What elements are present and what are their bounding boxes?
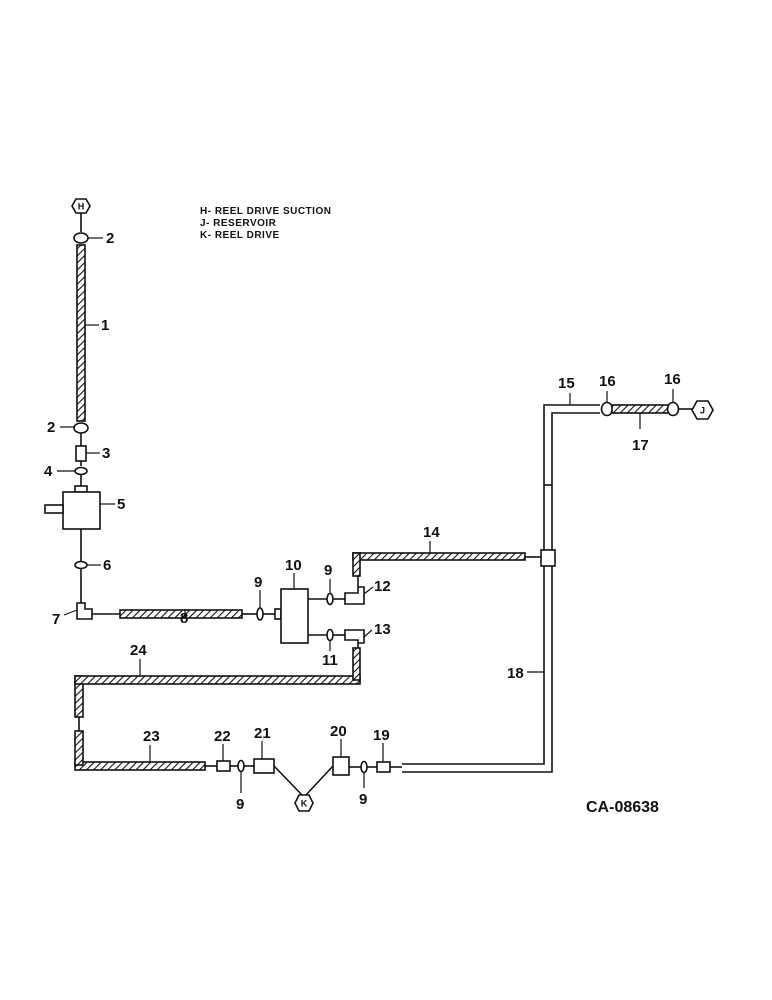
o-ring-9-left — [256, 607, 264, 621]
callout-20: 20 — [330, 723, 347, 740]
legend-j: J- RESERVOIR — [200, 218, 277, 229]
tee-fitting — [540, 549, 556, 567]
elbow-12 — [344, 586, 365, 605]
tube-18-inner — [402, 566, 553, 773]
fitting-3 — [75, 445, 87, 462]
callout-3: 3 — [102, 445, 110, 462]
elbow-13 — [344, 629, 365, 644]
o-ring-9-right — [360, 760, 368, 774]
valve-block-10 — [280, 588, 309, 644]
callout-13: 13 — [374, 621, 391, 638]
line-to-reel-drive — [273, 765, 304, 797]
fitting-21 — [253, 758, 275, 774]
callout-17: 17 — [632, 437, 649, 454]
hose-23-riser — [74, 730, 84, 766]
callout-2-bottom: 2 — [47, 419, 55, 436]
o-ring-9-upper — [326, 592, 334, 606]
tube-15-inner — [551, 412, 600, 550]
o-ring-11 — [326, 628, 334, 642]
callout-19: 19 — [373, 727, 390, 744]
drawing-code: CA-08638 — [586, 799, 659, 816]
callout-16-right: 16 — [664, 371, 681, 388]
callout-9-center: 9 — [236, 796, 244, 813]
hose-23 — [74, 761, 206, 771]
tube-18-outer — [402, 566, 545, 765]
valve-5 — [44, 485, 101, 530]
fitting-22 — [216, 760, 231, 772]
callout-9-left: 9 — [254, 574, 262, 591]
callout-12: 12 — [374, 578, 391, 595]
legend: H- REEL DRIVE SUCTION J- RESERVOIR K- RE… — [200, 206, 331, 241]
hose-clamp-16-left — [600, 401, 614, 417]
fitting-20 — [332, 756, 350, 776]
hose-14-drop — [352, 552, 361, 577]
o-ring-6 — [74, 560, 88, 570]
callout-1: 1 — [101, 317, 109, 334]
callout-6: 6 — [103, 557, 111, 574]
callout-4: 4 — [44, 463, 53, 480]
connector-k-hexagon: K — [294, 794, 314, 812]
hose-24 — [74, 675, 361, 685]
callout-14: 14 — [423, 524, 440, 541]
legend-h: H- REEL DRIVE SUCTION — [200, 206, 331, 217]
leader-lines — [57, 237, 674, 793]
callout-9-upper: 9 — [324, 562, 332, 579]
legend-k: K- REEL DRIVE — [200, 230, 280, 241]
elbow-7 — [76, 602, 93, 620]
fitting-19 — [376, 761, 391, 773]
hose-clamp-bottom — [73, 422, 89, 434]
suction-hose — [76, 244, 86, 422]
callout-11: 11 — [322, 652, 338, 669]
hose-24-drop — [352, 647, 361, 681]
callout-labels: 2 1 2 3 4 5 6 7 8 9 10 9 12 11 13 14 15 … — [44, 230, 681, 813]
callout-24: 24 — [130, 642, 147, 659]
connector-h-label: H — [78, 202, 85, 212]
connector-h-hexagon: H — [71, 198, 91, 214]
callout-10: 10 — [285, 557, 302, 574]
o-ring-9-center — [237, 759, 245, 773]
o-ring-4 — [74, 466, 88, 476]
connector-k-label: K — [301, 799, 308, 809]
callout-7: 7 — [52, 611, 60, 628]
connector-j-label: J — [700, 406, 705, 416]
hose-clamp-16-right — [666, 401, 680, 417]
callout-2-top: 2 — [106, 230, 114, 247]
tube-15-outer — [543, 404, 600, 550]
callout-5: 5 — [117, 496, 125, 513]
hose-17 — [611, 404, 670, 414]
callout-15: 15 — [558, 375, 575, 392]
callout-18: 18 — [507, 665, 524, 682]
hose-clamp-top — [73, 232, 89, 244]
hose-14 — [352, 552, 526, 561]
callout-23: 23 — [143, 728, 160, 745]
callout-8: 8 — [180, 610, 188, 627]
connector-j-hexagon: J — [691, 400, 714, 420]
callout-16-left: 16 — [599, 373, 616, 390]
callout-22: 22 — [214, 728, 231, 745]
callout-9-right: 9 — [359, 791, 367, 808]
callout-21: 21 — [254, 725, 271, 742]
line-to-reel-drive — [304, 765, 334, 797]
adapter — [274, 608, 282, 620]
